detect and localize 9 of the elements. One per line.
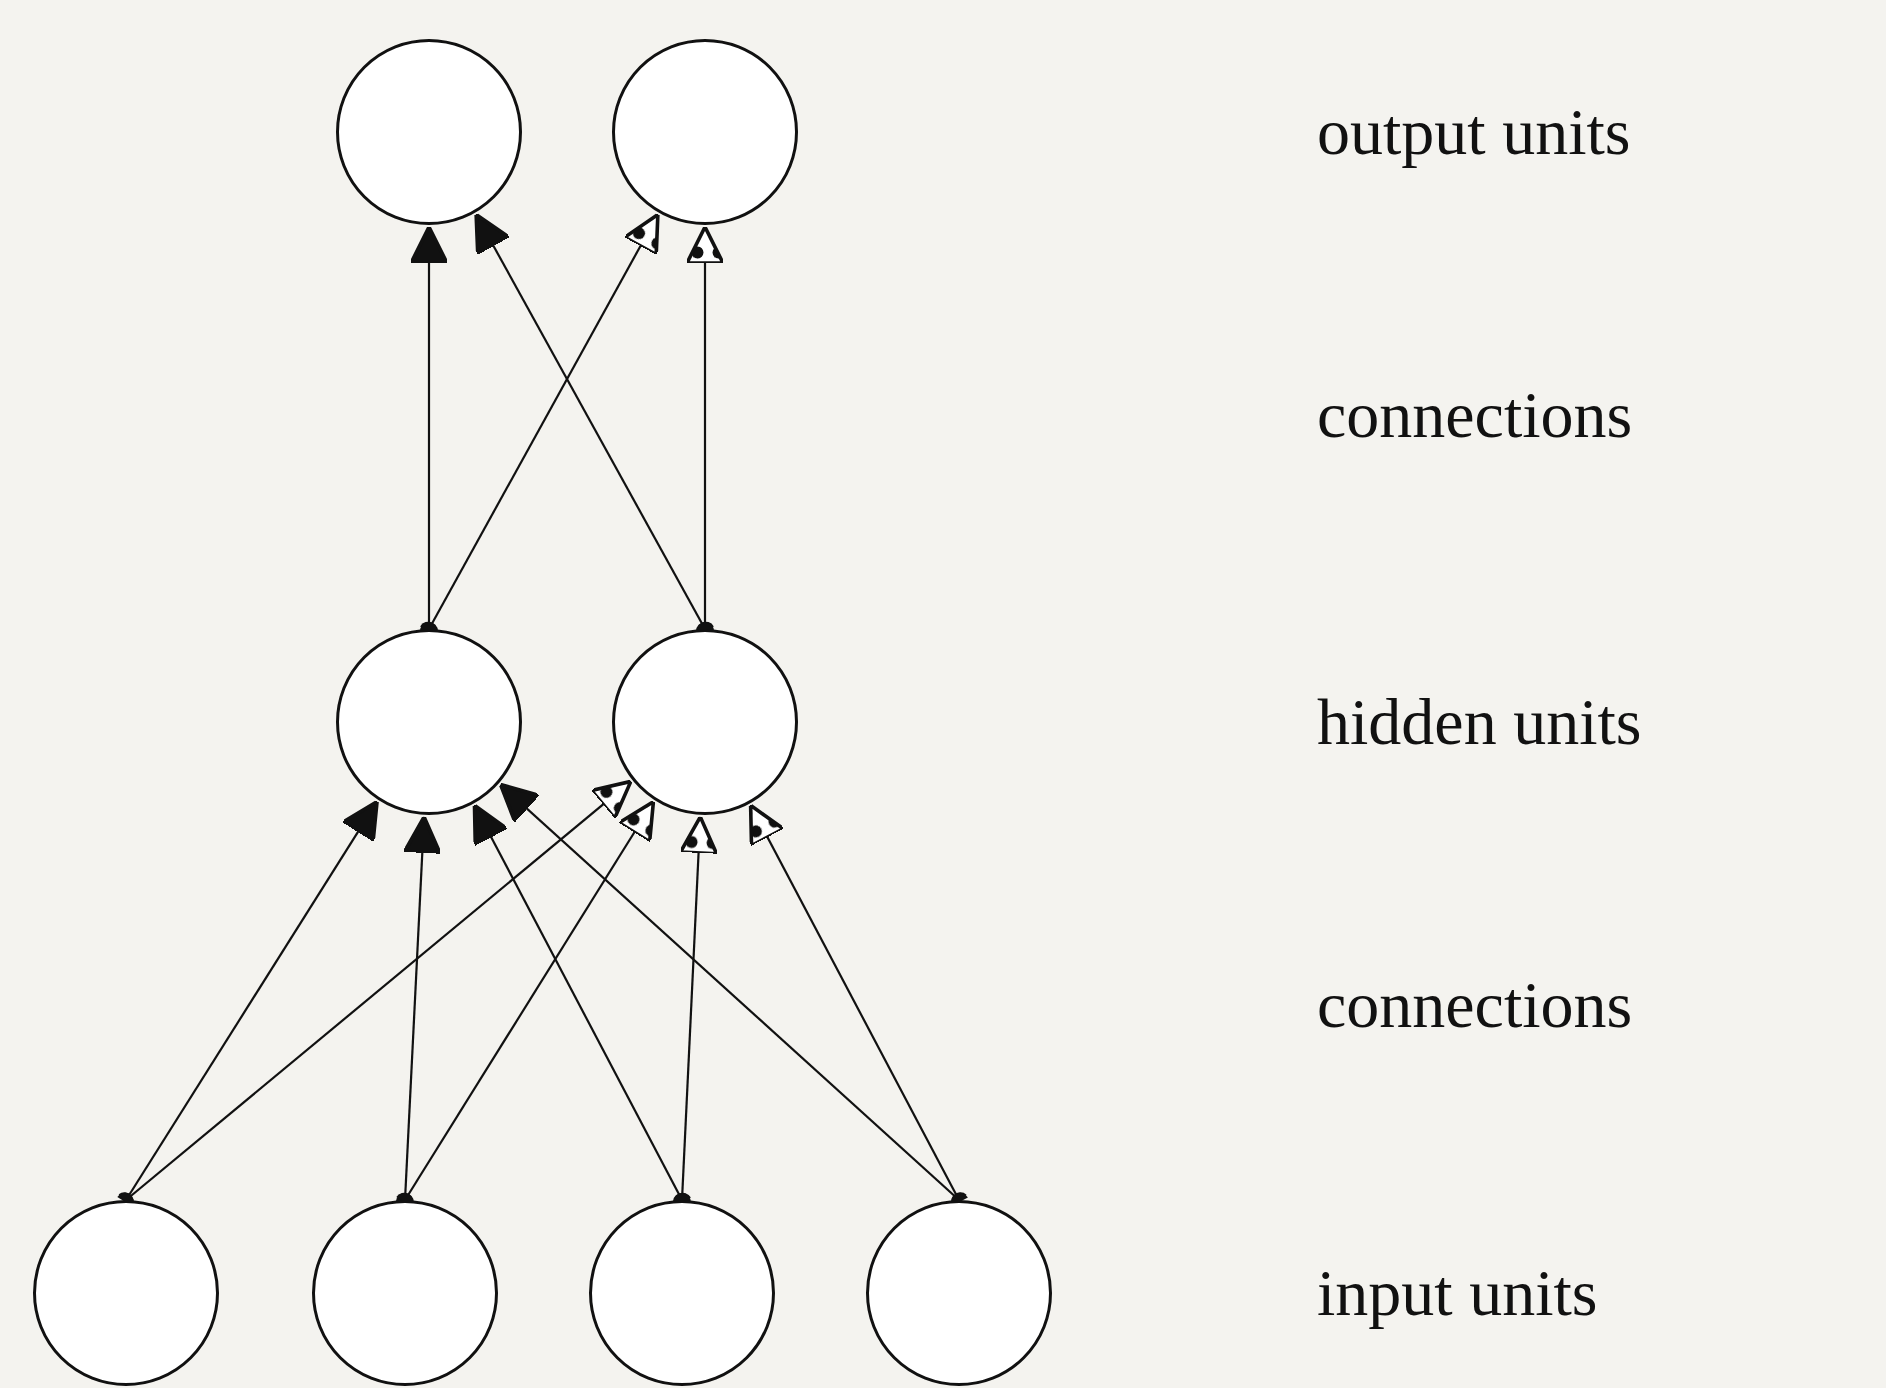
connection-arrow	[395, 816, 441, 1203]
layer-label: connections	[1317, 377, 1633, 453]
layer-label: hidden units	[1317, 684, 1642, 760]
layer-label: output units	[1317, 94, 1631, 170]
layer-label: input units	[1317, 1255, 1598, 1331]
connection-arrow	[410, 226, 448, 631]
layer-label: connections	[1317, 967, 1633, 1043]
connection-arrow	[672, 816, 718, 1203]
connection-arrow	[686, 226, 724, 631]
